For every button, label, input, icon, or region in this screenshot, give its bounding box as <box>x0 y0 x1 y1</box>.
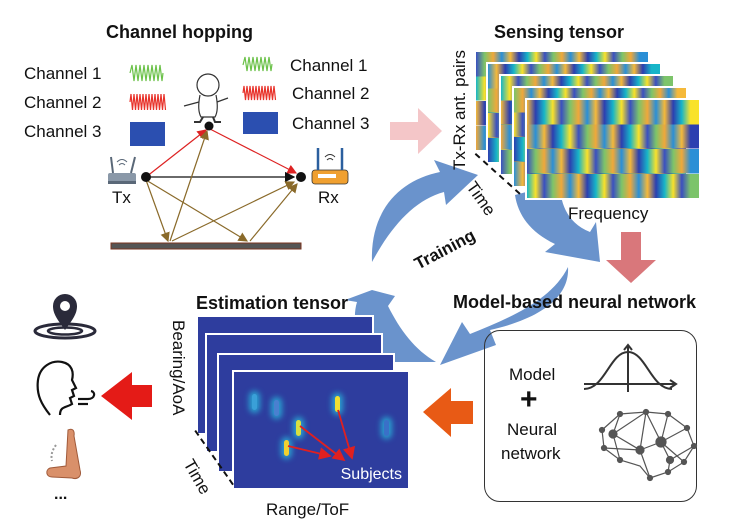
location-tracking-icon <box>33 294 97 340</box>
subject-peak <box>335 396 340 412</box>
sensing-to-model-arrow <box>515 183 600 262</box>
tx-waveform-channel-2 <box>129 93 167 111</box>
rx-channel-1-label: Channel 1 <box>290 56 368 75</box>
subjects-annotation: Subjects <box>340 466 402 483</box>
model-nn-box <box>484 330 697 502</box>
model-label: Model <box>509 365 556 384</box>
ground-surface <box>110 242 302 250</box>
neural-label: Neural <box>507 420 558 439</box>
orange-left-arrow <box>423 388 473 437</box>
gaussian-model-icon <box>583 343 678 392</box>
reflection-path <box>249 183 298 242</box>
tx-channel-1-label: Channel 1 <box>24 64 102 83</box>
training-arrow-down <box>440 267 569 365</box>
subject-arrows <box>287 409 356 462</box>
tx-to-person-path <box>145 129 207 178</box>
plus-sign: + <box>520 383 538 416</box>
model-nn-title: Model-based neural network <box>453 292 697 312</box>
tx-label: Tx <box>112 188 131 207</box>
channel-hopping-title: Channel hopping <box>106 22 253 42</box>
sensing-tensor-frame <box>525 98 701 200</box>
reflection-path <box>169 129 209 242</box>
subject-peak <box>252 394 257 410</box>
person-to-rx-path <box>209 128 298 174</box>
tx-waveform-channel-3 <box>130 122 165 146</box>
rx-waveform-channel-1 <box>242 56 273 72</box>
rx-router-icon <box>311 148 349 185</box>
neural-network-brain-icon <box>598 408 698 482</box>
subject-peak <box>274 400 279 416</box>
pink-right-arrow <box>390 108 442 154</box>
rx-channel-3-label: Channel 3 <box>292 114 370 133</box>
more-applications-ellipsis: ... <box>54 486 68 503</box>
red-left-arrow <box>101 372 152 420</box>
reflection-path <box>171 181 296 242</box>
subject-peak <box>384 420 389 436</box>
rx-point <box>296 172 306 182</box>
tx-router-icon <box>108 156 136 184</box>
rx-channel-2-label: Channel 2 <box>292 84 370 103</box>
sensing-tensor-title: Sensing tensor <box>494 22 625 42</box>
rx-label: Rx <box>318 188 339 207</box>
estimation-y-axis-label: Bearing/AoA <box>169 320 188 416</box>
tx-channel-2-label: Channel 2 <box>24 93 102 112</box>
person-icon <box>183 73 229 123</box>
estimation-tensor-frame: Subjects <box>232 370 410 490</box>
reflection-path <box>145 179 170 243</box>
tx-waveform-channel-1 <box>129 64 164 82</box>
subject-peak <box>284 440 289 456</box>
reflection-path <box>145 179 249 242</box>
subject-peak <box>296 420 301 436</box>
training-arrow-up <box>371 160 478 262</box>
sensing-x-axis-label: Frequency <box>568 204 649 223</box>
breathing-head-icon <box>36 360 96 416</box>
person-point <box>204 121 214 131</box>
network-label: network <box>501 444 561 463</box>
down-arrow <box>606 232 656 283</box>
rx-waveform-channel-3 <box>243 112 278 134</box>
tx-point <box>141 172 151 182</box>
gesture-hand-icon <box>46 428 81 479</box>
tx-channel-3-label: Channel 3 <box>24 122 102 141</box>
estimation-tensor-title: Estimation tensor <box>196 293 349 313</box>
estimation-x-axis-label: Range/ToF <box>266 500 350 519</box>
rx-waveform-channel-2 <box>242 85 277 101</box>
